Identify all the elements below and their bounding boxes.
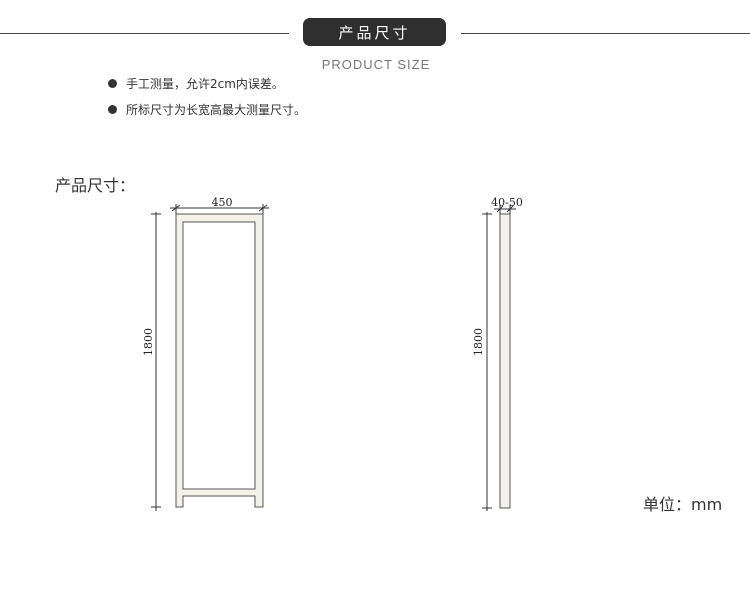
note-item: 所标尺寸为长宽高最大测量尺寸。: [108, 101, 306, 118]
front-view: 450 1800: [142, 196, 269, 511]
note-text: 所标尺寸为长宽高最大测量尺寸。: [126, 103, 307, 117]
side-depth-label: 40-50: [491, 196, 523, 209]
unit-label: 单位：mm: [643, 495, 723, 514]
side-height-label: 1800: [472, 328, 485, 356]
note-text: 手工测量，允许2cm内误差。: [126, 77, 284, 91]
header-rule-right: [461, 33, 750, 34]
front-frame: [175, 213, 264, 508]
side-height-dimension: [482, 212, 492, 511]
front-height-dimension: [151, 212, 161, 511]
front-width-dimension: [170, 204, 269, 214]
title-cn: 产品尺寸: [338, 23, 411, 42]
front-height-label: 1800: [142, 328, 155, 356]
side-view: 40-50 1800: [472, 196, 523, 511]
bullet-icon: [108, 105, 117, 114]
side-frame: [499, 213, 511, 509]
bullet-icon: [108, 79, 117, 88]
note-item: 手工测量，允许2cm内误差。: [108, 75, 284, 92]
title-en: PRODUCT SIZE: [321, 57, 431, 72]
section-label: 产品尺寸：: [55, 176, 136, 195]
side-depth-dimension: [494, 205, 516, 214]
front-width-label: 450: [212, 196, 233, 209]
header-rule-left: [0, 33, 289, 34]
title-banner: 产品尺寸: [303, 18, 446, 46]
